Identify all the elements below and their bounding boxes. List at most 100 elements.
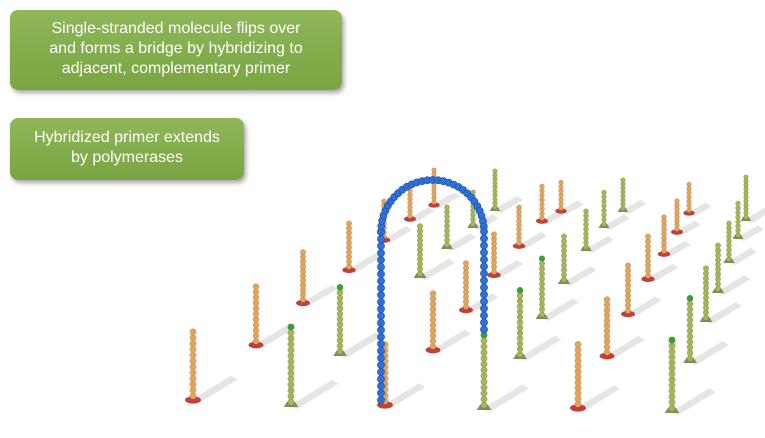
primer-strand-green (711, 242, 725, 293)
primer-strand-orange (683, 181, 695, 216)
strand-bead (480, 337, 488, 345)
bridge-bead (480, 262, 488, 271)
bridge-bead (377, 305, 385, 313)
strand-bead (726, 220, 732, 227)
bridge-bead (377, 382, 385, 390)
strand-shadow (727, 248, 757, 265)
strand-anchor (683, 210, 695, 216)
bridge-bead (480, 227, 488, 236)
strand-shadow (431, 329, 471, 353)
strand-shadow (445, 233, 477, 251)
primer-strand-orange (459, 260, 473, 314)
strand-shadow (482, 384, 529, 412)
strand-shadow (605, 335, 645, 359)
bridge-bead (377, 249, 385, 257)
strand-shadow (301, 284, 338, 306)
strand-shadow (602, 214, 630, 230)
strand-bead (429, 290, 437, 297)
strand-anchor (621, 310, 635, 318)
bridge-bead (377, 340, 385, 348)
strand-shadow (736, 225, 764, 241)
strand-anchor (342, 266, 356, 274)
strand-shadow (191, 375, 238, 403)
bridge-bead (480, 234, 488, 243)
bridge-bead (377, 235, 385, 243)
strand-bead (560, 233, 568, 240)
strand-bead (189, 328, 197, 336)
strand-bead (558, 179, 564, 186)
strand-shadow (688, 341, 729, 365)
primer-strand-green (664, 336, 680, 413)
strand-bead (735, 200, 741, 207)
strand-bead (743, 174, 749, 180)
strand-shadow (584, 236, 614, 253)
strand-tip-bead (686, 295, 694, 302)
bridge-bead (377, 354, 385, 362)
strand-tip-bead (287, 323, 295, 331)
strand-tip-bead (480, 331, 488, 339)
bridge-bead (377, 242, 385, 250)
strand-anchor (248, 341, 264, 349)
primer-strand-orange (296, 249, 310, 307)
primer-strand-orange (555, 179, 567, 214)
strand-bead (538, 260, 546, 267)
primer-strand-green (699, 265, 713, 322)
primer-strand-orange (621, 262, 635, 318)
bridge-bead (480, 269, 488, 278)
strand-anchor (185, 396, 201, 404)
primer-strand-orange (248, 283, 264, 349)
strand-anchor (570, 404, 586, 412)
bridge-bead (377, 389, 385, 397)
primer-strand-green (617, 177, 629, 212)
primer-strand-orange (599, 296, 615, 360)
strand-bead (462, 260, 470, 267)
primer-strand-green (723, 220, 735, 263)
bridge-bead (480, 248, 488, 257)
strand-bead (490, 231, 498, 238)
strand-shadow (716, 275, 751, 295)
primer-strand-green (441, 204, 453, 249)
strand-bead (686, 181, 692, 188)
strand-bead (624, 262, 632, 269)
strand-shadow (383, 383, 426, 408)
extension-callout: Hybridized primer extends by polymerases (10, 118, 244, 180)
bridge-bead (480, 276, 488, 285)
bridge-bead (377, 284, 385, 292)
strand-bead (603, 296, 611, 303)
strand-shadow (562, 266, 597, 286)
strand-bead (661, 214, 667, 220)
strand-anchor (425, 346, 441, 354)
strand-bead (444, 204, 450, 211)
strand-bead (583, 208, 589, 215)
strand-bead (252, 283, 260, 291)
strand-bead (416, 223, 424, 230)
strand-shadow (347, 253, 382, 273)
bridge-bead (377, 312, 385, 320)
primer-strand-green (535, 255, 549, 319)
strand-tip-bead (516, 287, 524, 294)
strand-anchor (512, 243, 526, 249)
strand-shadow (576, 385, 620, 411)
strand-anchor (487, 271, 501, 279)
strand-bead (620, 177, 626, 183)
primer-strand-green (580, 208, 592, 251)
strand-anchor (599, 352, 615, 360)
bridge-bead (377, 270, 385, 278)
bridge-bead (377, 361, 385, 369)
bridge-bead (480, 241, 488, 250)
strand-tip-bead (336, 284, 344, 291)
strand-tip-bead (668, 336, 676, 344)
bridge-bead (480, 325, 488, 334)
primer-strand-green (598, 189, 610, 228)
strand-shadow (338, 332, 382, 358)
strand-anchor (536, 218, 548, 224)
strand-bead (686, 300, 694, 308)
strand-bead (714, 242, 722, 249)
primer-strand-orange (425, 290, 441, 354)
bridge-bead (377, 277, 385, 285)
strand-bead (702, 265, 710, 272)
strand-bead (674, 198, 680, 204)
strand-anchor (555, 208, 567, 214)
bridge-callout: Single-stranded molecule flips over and … (10, 10, 342, 90)
